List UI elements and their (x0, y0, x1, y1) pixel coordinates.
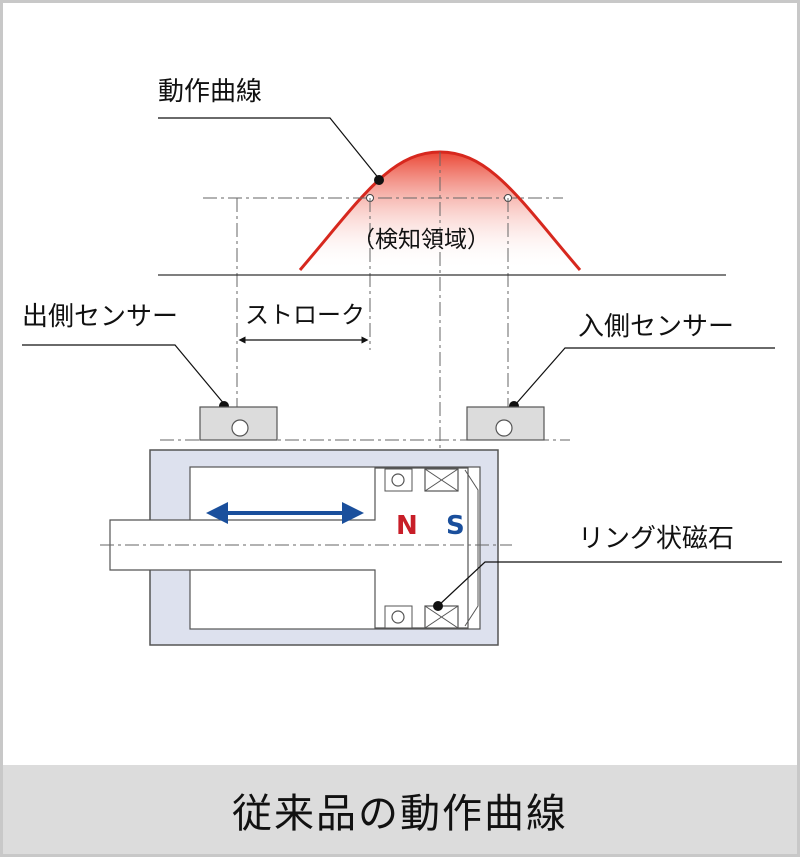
in-sensor (466, 406, 545, 441)
ring-magnet-leader (437, 561, 782, 607)
in-sensor-label: 入側センサー (578, 312, 734, 342)
ring-magnet-bottom (424, 605, 459, 629)
piston-taper (464, 469, 479, 627)
seal-top (384, 468, 413, 492)
curve-leader-dot (374, 175, 384, 185)
ring-magnet-leader-dot (433, 601, 443, 611)
detection-zone-label: （検知領域） (352, 227, 490, 253)
stroke-label: ストローク (245, 301, 365, 329)
caption-title: 従来品の動作曲線 (232, 790, 568, 837)
out-sensor-label: 出側センサー (22, 302, 178, 332)
out-sensor-leader (22, 344, 226, 406)
curve-leader (158, 117, 381, 181)
caption-bar: 従来品の動作曲線 (3, 765, 797, 854)
pole-n-label: N (396, 511, 418, 541)
in-sensor-leader (514, 347, 775, 406)
ring-magnet-label: リング状磁石 (578, 524, 734, 554)
seal-bottom (384, 605, 413, 629)
out-sensor (199, 406, 278, 441)
curve-label: 動作曲線 (158, 77, 262, 107)
motion-arrow (206, 502, 364, 524)
pole-s-label: S (446, 511, 465, 541)
ring-magnet-top (424, 468, 459, 492)
piston-and-rod (109, 467, 469, 629)
